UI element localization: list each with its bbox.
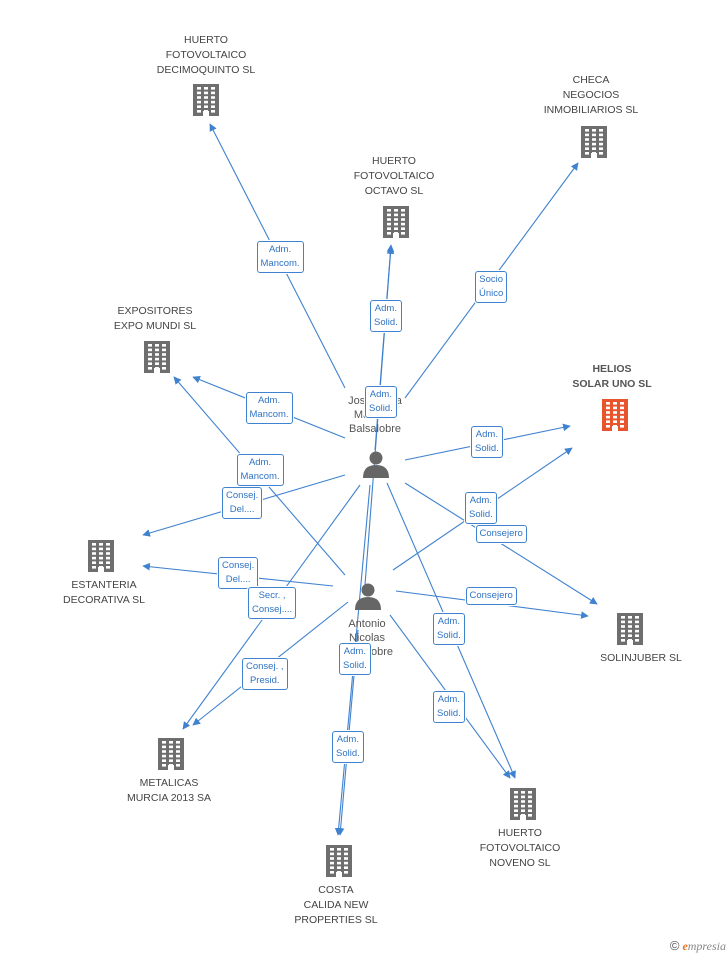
company-label-huerto15[interactable]: HUERTO FOTOVOLTAICO DECIMOQUINTO SL bbox=[156, 34, 256, 76]
company-label-expositores[interactable]: EXPOSITORES EXPO MUNDI SL bbox=[113, 305, 197, 332]
company-label-huerto9[interactable]: HUERTO FOTOVOLTAICO NOVENO SL bbox=[479, 827, 561, 869]
edge-label-jose-huerto9[interactable]: Adm. Solid. bbox=[433, 613, 465, 645]
building-icon[interactable] bbox=[144, 341, 170, 373]
edge-jose-solinjuber bbox=[404, 482, 598, 605]
edge-label-antonio-estanteria[interactable]: Consej. Del.... bbox=[218, 557, 259, 589]
edge-label-jose-helios[interactable]: Adm. Solid. bbox=[471, 426, 503, 458]
edge-label-jose-checa[interactable]: Socio Único bbox=[475, 271, 508, 303]
edge-label-jose-metalicas[interactable]: Consej. , Presid. bbox=[242, 658, 288, 690]
company-label-costa[interactable]: COSTA CALIDA NEW PROPERTIES SL bbox=[294, 884, 378, 926]
edge-label-antonio-solinjuber[interactable]: Consejero bbox=[465, 587, 517, 605]
building-icon[interactable] bbox=[581, 126, 607, 158]
company-label-metalicas[interactable]: METALICAS MURCIA 2013 SA bbox=[126, 777, 212, 804]
edge-label-antonio-huerto9[interactable]: Adm. Solid. bbox=[433, 691, 465, 723]
building-icon[interactable] bbox=[193, 84, 219, 116]
person-icon[interactable] bbox=[355, 583, 381, 611]
building-icon[interactable] bbox=[510, 788, 536, 820]
edge-label-jose-costa[interactable]: Adm. Solid. bbox=[339, 643, 371, 675]
edge-label-jose-huerto8[interactable]: Adm. Solid. bbox=[370, 300, 402, 332]
building-icon[interactable] bbox=[158, 738, 184, 770]
company-label-huerto8[interactable]: HUERTO FOTOVOLTAICO OCTAVO SL bbox=[353, 155, 435, 197]
edge-label-antonio-metalicas[interactable]: Secr. , Consej.... bbox=[248, 587, 297, 619]
building-icon[interactable] bbox=[383, 206, 409, 238]
company-label-helios[interactable]: HELIOS SOLAR UNO SL bbox=[572, 363, 652, 390]
edge-label-jose-expositores[interactable]: Adm. Mancom. bbox=[245, 392, 293, 424]
brand-first-letter: e bbox=[682, 939, 688, 953]
company-label-checa[interactable]: CHECA NEGOCIOS INMOBILIARIOS SL bbox=[543, 74, 639, 116]
building-icon[interactable] bbox=[602, 399, 628, 431]
edge-label-jose-huerto15[interactable]: Adm. Mancom. bbox=[256, 241, 304, 273]
edge-label-jose-solinjuber[interactable]: Consejero bbox=[475, 525, 527, 543]
copyright-symbol: © bbox=[669, 938, 680, 953]
company-label-solinjuber[interactable]: SOLINJUBER SL bbox=[600, 652, 682, 664]
building-icon[interactable] bbox=[617, 613, 643, 645]
building-icon[interactable] bbox=[326, 845, 352, 877]
building-icon[interactable] bbox=[88, 540, 114, 572]
footer-credit: ©empresia bbox=[670, 938, 726, 954]
edge-label-antonio-helios[interactable]: Adm. Solid. bbox=[465, 492, 497, 524]
edge-label-antonio-expositores[interactable]: Adm. Mancom. bbox=[236, 454, 284, 486]
company-label-estanteria[interactable]: ESTANTERIA DECORATIVA SL bbox=[63, 579, 145, 606]
edge-label-jose-estanteria[interactable]: Consej. Del.... bbox=[222, 487, 263, 519]
edge-label-antonio-costa[interactable]: Adm. Solid. bbox=[332, 731, 364, 763]
brand-name: mpresia bbox=[687, 939, 726, 953]
edge-label-antonio-huerto8[interactable]: Adm. Solid. bbox=[365, 386, 397, 418]
person-icon[interactable] bbox=[363, 451, 389, 479]
